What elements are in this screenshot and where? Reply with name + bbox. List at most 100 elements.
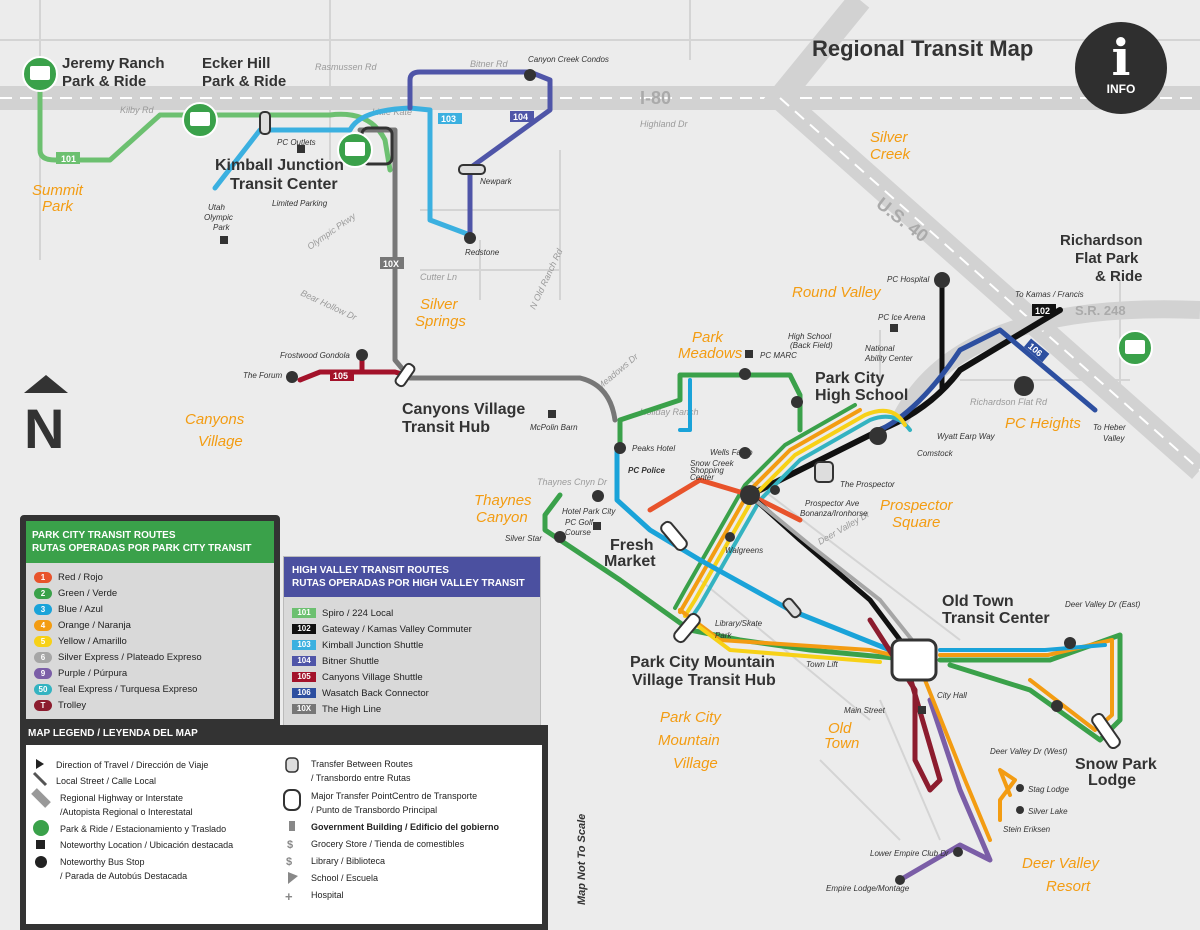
route-103-kimball: 103	[212, 105, 473, 238]
school-icon	[288, 872, 298, 884]
route-badge: 2	[34, 587, 52, 599]
route-9-purple	[897, 697, 993, 883]
ecker-hill-label: Ecker Hill	[202, 55, 270, 72]
park-and-ride-icon[interactable]	[1117, 330, 1153, 366]
stop-label: Course	[565, 528, 591, 537]
area-label: Square	[892, 514, 940, 531]
info-button[interactable]: i INFO	[1075, 22, 1167, 114]
old-town-transit-center-marker[interactable]	[890, 638, 938, 682]
route-label: The High Line	[322, 703, 382, 715]
route-4-orange-south	[923, 678, 1017, 842]
svg-text:102: 102	[1035, 306, 1050, 316]
park-and-ride-icon[interactable]	[22, 56, 58, 92]
route-legend-item: 3 Blue / Azul	[26, 601, 274, 617]
town-lift-transfer-marker[interactable]	[782, 597, 803, 619]
route-label: Purple / Púrpura	[58, 667, 128, 679]
legend-label: Hospital	[311, 890, 344, 900]
kimball-label: Kimball Junction	[215, 157, 344, 174]
area-label: Old	[828, 720, 852, 737]
stop-label: The Forum	[243, 371, 282, 380]
route-legend-item: 105 Canyons Village Shuttle	[284, 669, 540, 685]
legend-title: MAP LEGEND / LEYENDA DEL MAP	[28, 728, 198, 739]
area-label: Silver	[870, 129, 909, 146]
richardson-label: Richardson	[1060, 232, 1143, 249]
legend-label: Library / Biblioteca	[311, 856, 386, 866]
area-label: Thaynes	[474, 492, 532, 509]
legend-label: Direction of Travel / Dirección de Viaje	[56, 760, 209, 770]
stop-label: Hotel Park City	[562, 507, 616, 516]
legend-label: Local Street / Calle Local	[56, 776, 157, 786]
route-badge: 105	[292, 672, 316, 682]
legend-label: School / Escuela	[311, 873, 379, 883]
stop-label: Redstone	[465, 248, 500, 257]
canyons-village-hub-marker[interactable]	[394, 362, 416, 388]
legend-label: / Punto de Transbordo Principal	[311, 805, 438, 815]
route-legend-item: 10X The High Line	[284, 701, 540, 717]
route-label: Teal Express / Turquesa Expreso	[58, 683, 198, 695]
area-label: Creek	[870, 146, 912, 163]
stop-label: Park	[715, 631, 732, 640]
pcmv-hub-label: Park City Mountain	[630, 654, 775, 671]
fresh-market-label: Fresh	[610, 537, 654, 554]
hv-routes-subtitle: RUTAS OPERADAS POR HIGH VALLEY TRANSIT	[292, 578, 525, 589]
route-badge: 10X	[292, 704, 316, 714]
legend-label: /Autopista Regional o Interestatal	[60, 807, 193, 817]
pc-outlets-transfer-marker[interactable]	[259, 111, 271, 135]
route-label: Wasatch Back Connector	[322, 687, 429, 699]
area-label: Canyon	[476, 509, 528, 526]
legend-label: Noteworthy Location / Ubicación destacad…	[60, 840, 234, 850]
prospector-transfer-marker[interactable]	[814, 461, 834, 483]
area-label: Resort	[1046, 878, 1091, 895]
hospital-icon: +	[285, 889, 293, 904]
pcmv-hub-label: Village Transit Hub	[632, 672, 776, 689]
route-label: Green / Verde	[58, 587, 118, 599]
area-label: PC Heights	[1005, 415, 1081, 432]
newpark-transfer-marker[interactable]	[458, 164, 486, 175]
jeremy-ranch-label: Park & Ride	[62, 73, 146, 90]
legend-label: Government Building / Edificio del gobie…	[311, 822, 500, 832]
fresh-market-hub-marker[interactable]	[659, 520, 689, 552]
park-and-ride-icon[interactable]	[182, 102, 218, 138]
route-badge: 1	[34, 571, 52, 583]
transfer-icon	[285, 757, 299, 773]
area-label: Round Valley	[792, 284, 882, 301]
park-and-ride-icon	[33, 820, 49, 836]
route-badge: 104	[292, 656, 316, 666]
svg-text:105: 105	[333, 371, 348, 381]
route-label: Orange / Naranja	[58, 619, 131, 631]
route-label: Spiro / 224 Local	[322, 607, 394, 619]
stop-label: Library/Skate	[715, 619, 763, 628]
route-label: Canyons Village Shuttle	[322, 671, 423, 683]
legend-label: Noteworthy Bus Stop	[60, 857, 145, 867]
hv-routes-panel: HIGH VALLEY TRANSIT ROUTES RUTAS OPERADA…	[283, 556, 541, 726]
svg-text:103: 103	[441, 114, 456, 124]
stop-label: High School	[788, 332, 831, 341]
area-label: Summit	[32, 182, 84, 199]
pc-routes-title: PARK CITY TRANSIT ROUTES	[32, 530, 176, 541]
route-label: Blue / Azul	[58, 603, 103, 615]
area-label: Prospector	[880, 497, 954, 514]
jeremy-ranch-label: Jeremy Ranch	[62, 55, 165, 72]
stop-label: Newpark	[480, 177, 513, 186]
stop-label: Deer Valley Dr (East)	[1065, 600, 1141, 609]
legend-label: Grocery Store / Tienda de comestibles	[311, 839, 465, 849]
stop-label: To Heber	[1093, 423, 1126, 432]
street-label: Little Kate	[372, 107, 412, 117]
stop-label: Olympic	[204, 213, 233, 222]
park-and-ride-icon[interactable]	[337, 132, 373, 168]
pcmv-hub-marker[interactable]	[672, 612, 702, 644]
hv-routes-header: HIGH VALLEY TRANSIT ROUTES RUTAS OPERADA…	[284, 557, 540, 597]
stop-label: Park	[213, 223, 230, 232]
route-badge: 101	[292, 608, 316, 618]
info-label: INFO	[1106, 82, 1136, 96]
stop-label: Frostwood Gondola	[280, 351, 350, 360]
snow-park-lodge-marker[interactable]	[1090, 712, 1122, 750]
route-badge: 3	[34, 603, 52, 615]
stop-label: PC Hospital	[887, 275, 929, 284]
stop-label: Main Street	[844, 706, 886, 715]
route-badge: 4	[34, 619, 52, 631]
route-label: Bitner Shuttle	[322, 655, 380, 667]
